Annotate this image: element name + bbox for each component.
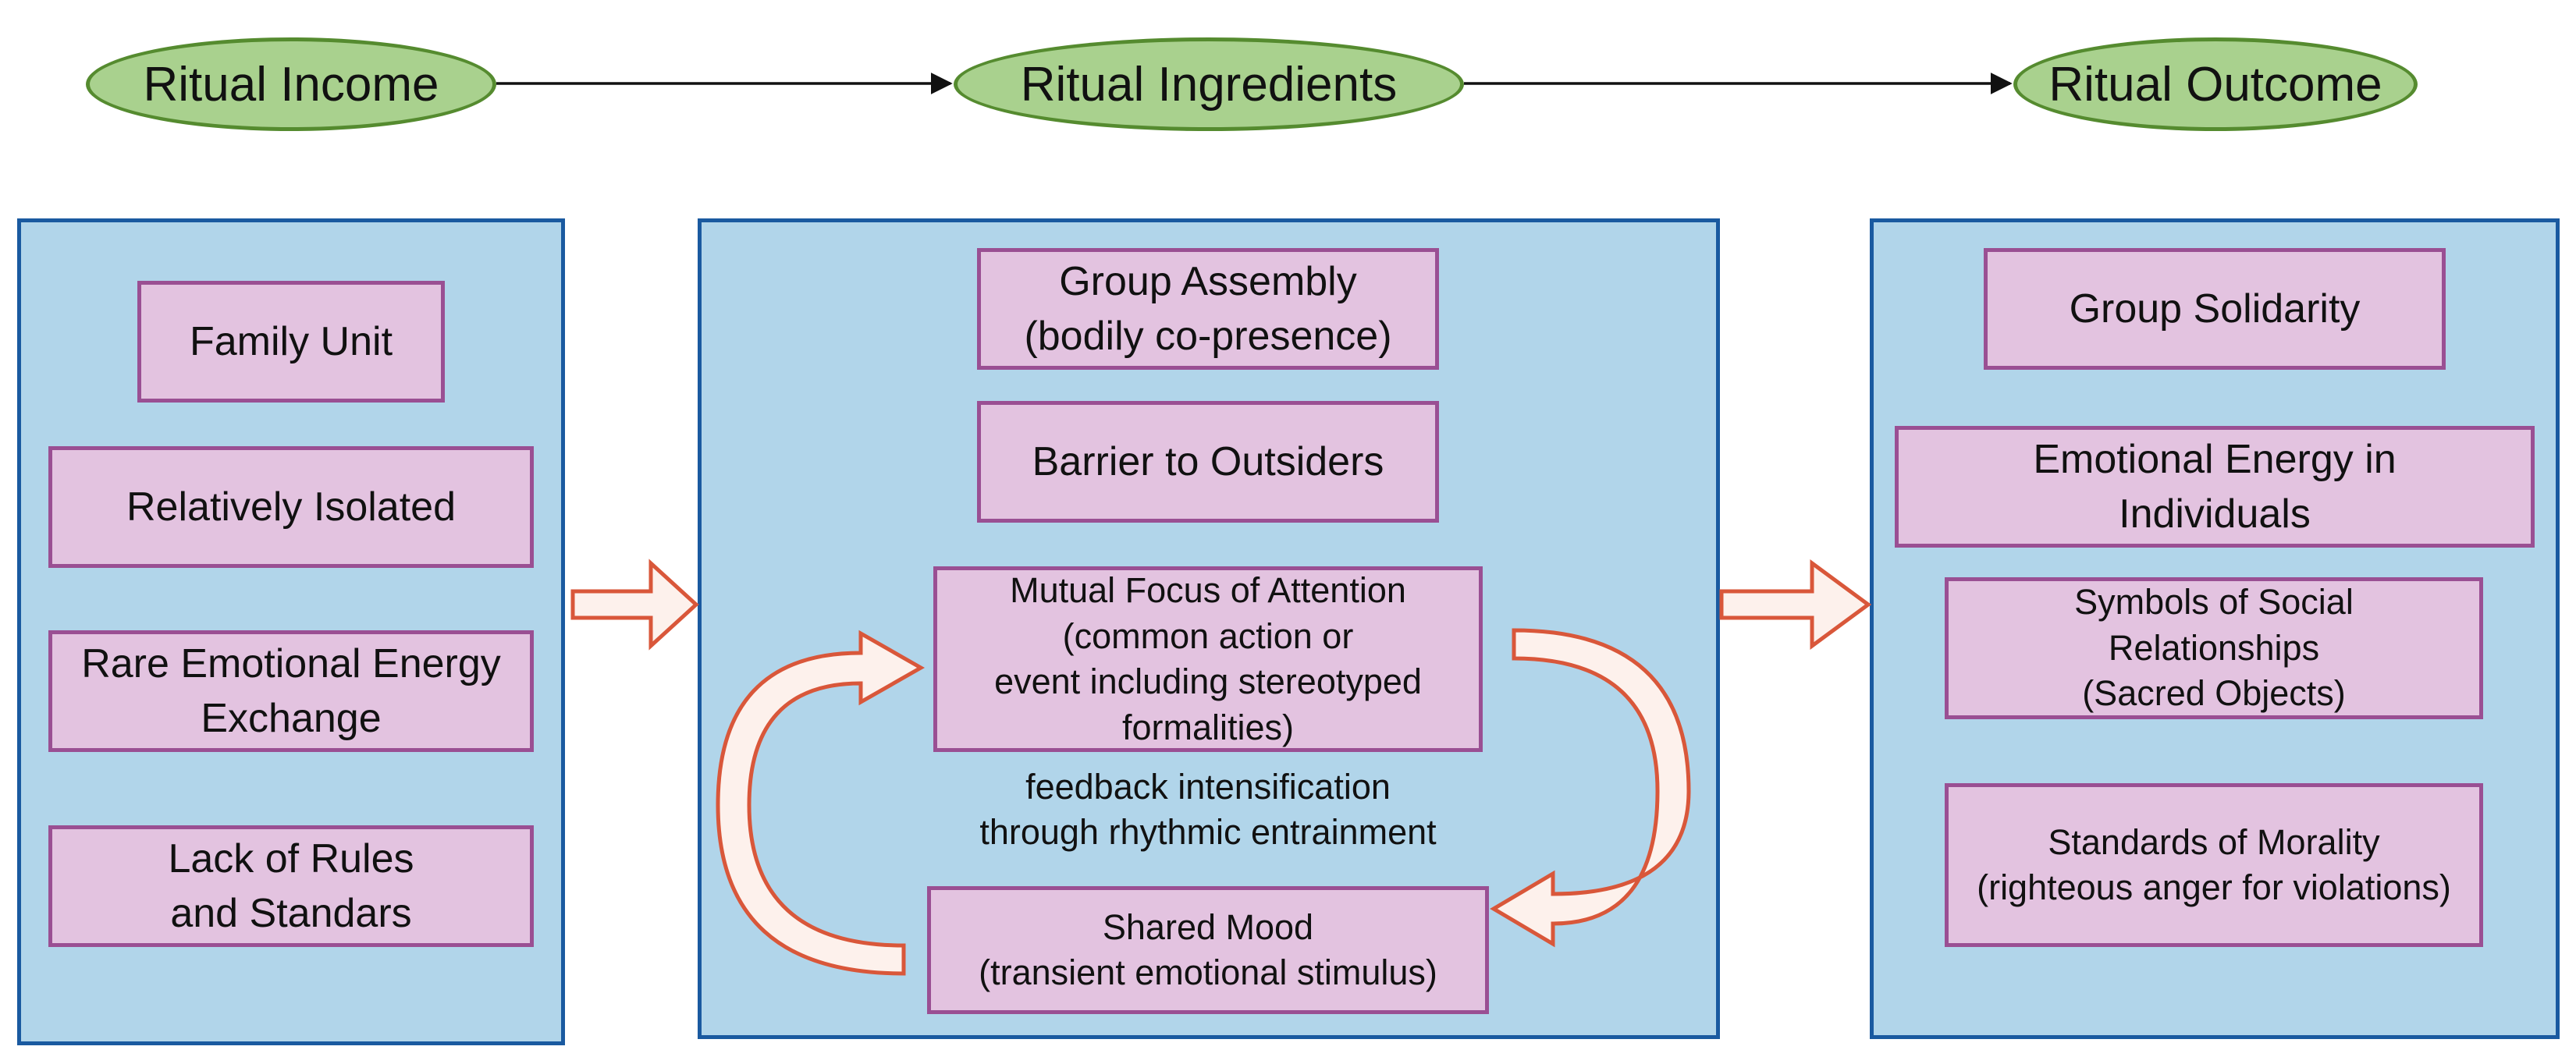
feedback-arrow-right [1490, 628, 1691, 948]
outcome-item-label: Emotional Energy in Individuals [2033, 436, 2397, 537]
ingredient-barrier-to-outsiders: Barrier to Outsiders [977, 401, 1439, 523]
stage-label: Ritual Ingredients [1020, 57, 1398, 112]
feedback-arrow-left [716, 630, 926, 976]
outcome-emotional-energy: Emotional Energy in Individuals [1895, 426, 2535, 548]
feedback-intensification-note: feedback intensification through rhythmi… [929, 763, 1487, 857]
income-item-label: Rare Emotional Energy Exchange [81, 640, 501, 741]
outcome-item-label: Symbols of Social Relationships (Sacred … [2074, 582, 2354, 714]
stage-label: Ritual Income [143, 57, 439, 112]
outcome-item-label: Group Solidarity [2069, 286, 2361, 332]
stage-ritual-income: Ritual Income [86, 37, 496, 131]
block-arrow-ingredients-to-outcome [1719, 559, 1872, 650]
stage-ritual-ingredients: Ritual Ingredients [954, 37, 1464, 131]
note-label: feedback intensification through rhythmi… [979, 766, 1437, 853]
income-item-label: Relatively Isolated [126, 484, 456, 530]
ingredient-label: Mutual Focus of Attention (common action… [994, 570, 1422, 747]
outcome-symbols-social-relationships: Symbols of Social Relationships (Sacred … [1945, 577, 2483, 719]
income-relatively-isolated: Relatively Isolated [48, 446, 534, 568]
income-item-label: Lack of Rules and Standars [168, 835, 414, 936]
ingredient-label: Group Assembly (bodily co-presence) [1024, 258, 1392, 359]
income-item-label: Family Unit [189, 318, 393, 364]
stage-ritual-outcome: Ritual Outcome [2013, 37, 2418, 131]
ingredient-label: Barrier to Outsiders [1032, 438, 1384, 484]
outcome-group-solidarity: Group Solidarity [1984, 248, 2446, 370]
ingredient-mutual-focus: Mutual Focus of Attention (common action… [933, 566, 1483, 752]
income-family-unit: Family Unit [137, 281, 445, 403]
outcome-item-label: Standards of Morality (righteous anger f… [1977, 821, 2451, 908]
ingredient-shared-mood: Shared Mood (transient emotional stimulu… [927, 886, 1489, 1014]
ingredient-group-assembly: Group Assembly (bodily co-presence) [977, 248, 1439, 370]
stage-label: Ritual Outcome [2048, 57, 2382, 112]
income-lack-of-rules: Lack of Rules and Standars [48, 825, 534, 947]
block-arrow-income-to-ingredients [570, 559, 699, 651]
ingredient-label: Shared Mood (transient emotional stimulu… [979, 906, 1437, 993]
outcome-standards-of-morality: Standards of Morality (righteous anger f… [1945, 783, 2483, 947]
income-rare-emotional-energy: Rare Emotional Energy Exchange [48, 630, 534, 752]
